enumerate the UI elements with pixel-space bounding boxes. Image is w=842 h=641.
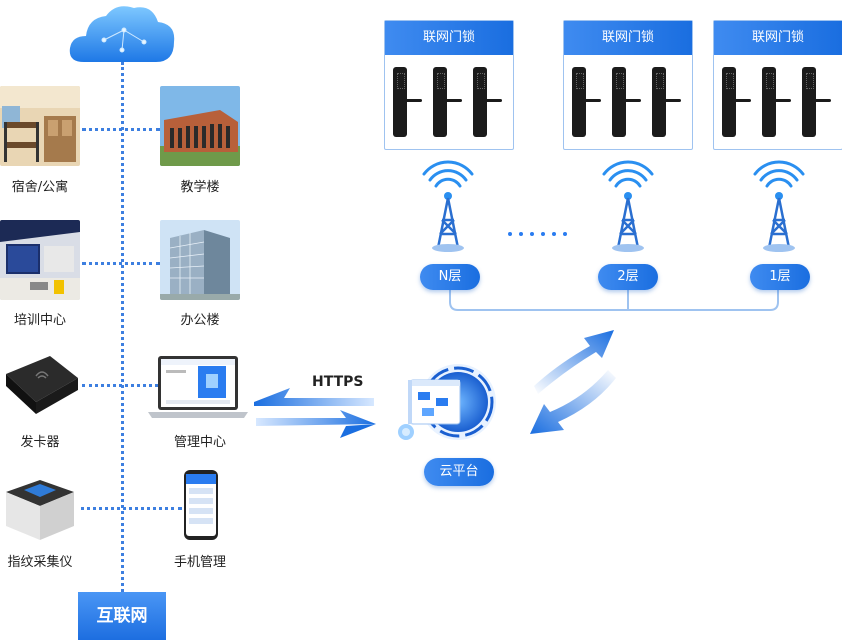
signal-tower-icon [753, 160, 805, 252]
dormitory-photo [0, 86, 80, 166]
door-lock-icon [722, 67, 751, 137]
dormitory-label: 宿舍/公寓 [11, 180, 69, 195]
lock-group-title: 联网门锁 [564, 21, 692, 55]
management-center-label: 管理中心 [173, 435, 226, 450]
door-lock-icon [473, 67, 502, 137]
floor-badge-1: 1层 [750, 264, 810, 290]
teaching-building-photo [160, 86, 240, 166]
door-lock-icon [433, 67, 462, 137]
bidirectional-arrow-icon [254, 388, 376, 438]
phone-icon [184, 470, 218, 540]
office-building-photo [160, 220, 240, 300]
training-center-label: 培训中心 [13, 313, 66, 328]
sync-arrows-icon [530, 330, 616, 434]
connector-line [82, 128, 160, 131]
internet-backbone-line [121, 62, 124, 592]
door-lock-icon [762, 67, 791, 137]
office-building-label: 办公楼 [180, 313, 220, 328]
floor-bus-line [449, 288, 779, 311]
internet-cloud-icon [69, 6, 175, 62]
door-lock-icon [802, 67, 831, 137]
https-label: HTTPS [312, 374, 364, 390]
laptop-icon [148, 356, 248, 418]
lock-group-2: 联网门锁 [563, 20, 693, 150]
card-issuer-device [0, 344, 80, 424]
floor-badge-2: 2层 [598, 264, 658, 290]
cloud-platform-badge: 云平台 [424, 458, 494, 486]
mobile-management-label: 手机管理 [173, 555, 226, 570]
fingerprint-collector-label: 指纹采集仪 [7, 555, 73, 570]
training-center-photo [0, 220, 80, 300]
fingerprint-collector-device [0, 470, 80, 550]
lock-group-1: 联网门锁 [713, 20, 842, 150]
door-lock-icon [652, 67, 681, 137]
ellipsis-dots [508, 232, 567, 236]
lock-group-title: 联网门锁 [714, 21, 842, 55]
signal-tower-icon [602, 160, 654, 252]
signal-tower-icon [422, 160, 474, 252]
connector-line [74, 507, 182, 510]
lock-group-title: 联网门锁 [385, 21, 513, 55]
connector-line [82, 262, 160, 265]
door-lock-icon [572, 67, 601, 137]
connector-line [82, 384, 158, 387]
cloud-platform-icon [398, 364, 496, 440]
floor-badge-n: N层 [420, 264, 480, 290]
card-issuer-label: 发卡器 [20, 435, 60, 450]
teaching-building-label: 教学楼 [180, 180, 220, 195]
door-lock-icon [612, 67, 641, 137]
door-lock-icon [393, 67, 422, 137]
internet-badge: 互联网 [78, 592, 166, 640]
lock-group-n: 联网门锁 [384, 20, 514, 150]
